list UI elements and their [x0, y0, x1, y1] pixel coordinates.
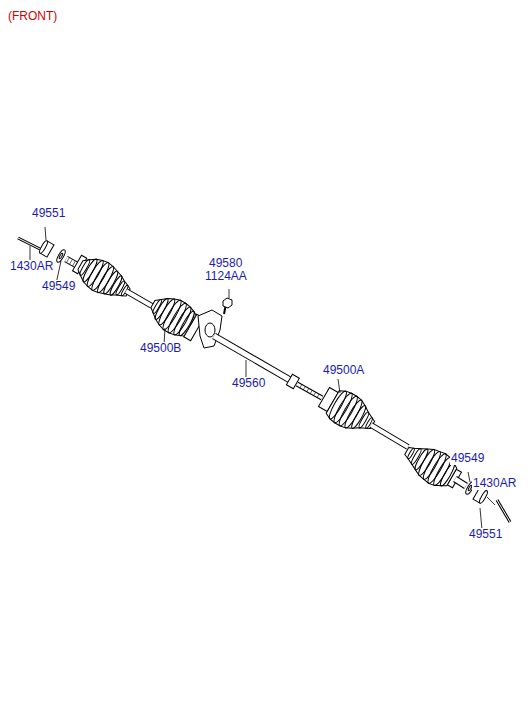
boot-rib: [177, 310, 196, 337]
boot-rib: [81, 258, 99, 283]
spline-tooth: [313, 392, 315, 396]
boot-outline: [144, 289, 198, 340]
spline-end: [297, 384, 322, 398]
spline-stub: [455, 479, 466, 486]
boot-rib: [160, 298, 183, 331]
inner-cv-joint: [144, 289, 205, 344]
cotter-pin: [18, 238, 40, 249]
cotter-pin: [497, 500, 510, 522]
boot-rib: [358, 411, 370, 429]
boot-rib: [95, 265, 116, 294]
spline-tooth: [73, 261, 76, 266]
callout-number: 49500B: [139, 342, 182, 355]
boot-rib: [171, 305, 193, 336]
spline-tooth: [67, 257, 70, 262]
boot-rib: [416, 448, 437, 477]
castle-nut: [38, 240, 54, 257]
washer-hole: [59, 253, 64, 259]
boot-rib: [85, 259, 106, 288]
callout-number: 1430AR: [9, 260, 54, 273]
view-title: (FRONT): [8, 10, 57, 23]
shaft-parts: [18, 238, 510, 522]
boot-rib: [342, 398, 364, 429]
intermediate-shaft: [214, 336, 290, 380]
boot-rib: [89, 261, 111, 292]
boot-rib: [156, 297, 177, 326]
spline-stub: [455, 479, 466, 486]
boot-rib: [438, 462, 456, 487]
boot-rib: [331, 391, 354, 424]
leader-line: [487, 497, 495, 505]
boot-rib: [421, 450, 443, 481]
bolt-head: [223, 298, 232, 308]
leader-lines: [30, 227, 495, 530]
callout-number: 49560: [231, 377, 266, 390]
callout-number: 49500A: [322, 364, 365, 377]
axle-shaft: [371, 425, 408, 447]
outer-cv-boot: [398, 436, 465, 494]
leader-line: [45, 227, 46, 240]
callout-number: 49549: [41, 280, 76, 293]
boot-rib: [407, 448, 416, 460]
leader-line: [480, 508, 482, 530]
callout-number: 1430AR: [472, 477, 517, 490]
boot-outline: [72, 251, 136, 306]
spline-tooth: [300, 384, 302, 388]
spline-tooth: [303, 386, 305, 390]
boot-rib: [337, 394, 360, 427]
spline-tooth: [307, 388, 309, 392]
boot-rib: [165, 301, 188, 334]
leader-line: [229, 289, 230, 298]
callout-number: 49549: [450, 452, 485, 465]
callout-number: 49551: [31, 207, 66, 220]
axle-shaft: [126, 291, 152, 306]
bracket-bore: [205, 323, 215, 337]
outer-cv-boot: [69, 249, 136, 306]
boot-rib: [327, 389, 349, 420]
axle-shaft: [371, 425, 408, 447]
boot-outline: [324, 387, 381, 439]
spline-tooth: [310, 390, 312, 394]
leader-line: [468, 472, 470, 482]
callout-number: 1124AA: [204, 270, 248, 283]
nut-face: [38, 240, 48, 254]
callout-number: 49551: [468, 528, 503, 541]
spline-tooth: [317, 394, 319, 398]
callout-number: 49580: [208, 257, 243, 270]
spline-end: [297, 384, 322, 398]
spline-tooth: [70, 259, 73, 264]
leader-line: [338, 379, 340, 393]
cotter-pin: [18, 238, 40, 249]
axle-shaft: [126, 291, 152, 306]
boot-rib: [425, 452, 448, 485]
cotter-pin: [497, 500, 510, 522]
inner-cv-joint: [316, 382, 381, 439]
intermediate-shaft: [214, 336, 290, 380]
